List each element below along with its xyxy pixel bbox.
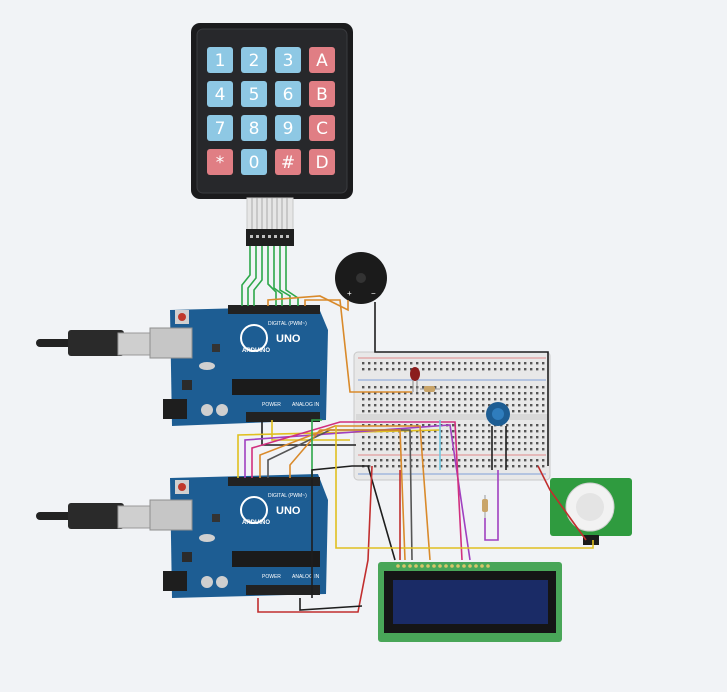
wire — [304, 299, 412, 393]
keypad-key-label: B — [316, 85, 328, 105]
keypad-key-C[interactable] — [309, 115, 335, 141]
wire — [251, 421, 463, 561]
keypad-key-D[interactable] — [309, 149, 335, 175]
wire — [279, 246, 291, 306]
keypad-key-label: 9 — [283, 119, 294, 139]
keypad-key-label: 2 — [249, 51, 260, 71]
model-label: UNO — [276, 505, 301, 517]
wire — [247, 246, 257, 306]
keypad-key-B[interactable] — [309, 81, 335, 107]
keypad-key-A[interactable] — [309, 47, 335, 73]
keypad-ribbon — [246, 197, 294, 246]
keypad-key-label: 4 — [215, 85, 226, 105]
resistor[interactable] — [482, 495, 488, 518]
digital-label: DIGITAL (PWM~) — [268, 493, 307, 499]
wire — [299, 598, 363, 611]
arduino-uno-top[interactable]: ARDUINO UNO DIGITAL (PWM~) POWER ANALOG … — [36, 305, 328, 426]
keypad-key-label: 0 — [249, 153, 260, 173]
keypad-key-*[interactable] — [207, 149, 233, 175]
keypad-key-label: # — [281, 153, 295, 173]
wires — [237, 246, 594, 613]
digital-label: DIGITAL (PWM~) — [268, 321, 307, 327]
pir-sensor[interactable] — [550, 478, 632, 545]
keypad-key-label: C — [316, 119, 328, 139]
model-label: UNO — [276, 333, 301, 345]
brand-label: ARDUINO — [242, 348, 270, 354]
breadboard[interactable] — [353, 351, 551, 481]
keypad-key-label: * — [216, 153, 225, 173]
resistor[interactable] — [420, 386, 440, 392]
lcd-display[interactable] — [378, 562, 562, 642]
keypad-key-6[interactable] — [275, 81, 301, 107]
keypad-key-label: A — [316, 51, 328, 71]
analog-label: ANALOG IN — [292, 574, 320, 580]
power-label: POWER — [262, 574, 281, 580]
keypad-key-#[interactable] — [275, 149, 301, 175]
wire — [257, 465, 373, 613]
wire — [267, 295, 349, 312]
led[interactable] — [410, 367, 420, 392]
wire — [484, 470, 499, 541]
arduino-uno-bottom[interactable]: ARDUINO UNO DIGITAL (PWM~) POWER ANALOG … — [36, 474, 328, 598]
buzzer-minus-label: − — [371, 289, 376, 298]
keypad-key-8[interactable] — [241, 115, 267, 141]
wire — [311, 465, 396, 598]
keypad[interactable]: 1 2 3 A 4 5 6 B 7 8 9 C * 0 # D — [191, 23, 353, 199]
keypad-key-label: 8 — [249, 119, 260, 139]
keypad-key-label: D — [315, 153, 328, 173]
wire — [374, 302, 549, 466]
wire — [285, 246, 299, 306]
potentiometer[interactable] — [486, 402, 510, 426]
analog-label: ANALOG IN — [292, 402, 320, 408]
keypad-key-1[interactable] — [207, 47, 233, 73]
keypad-key-label: 1 — [215, 51, 226, 71]
wire — [237, 429, 441, 478]
keypad-key-2[interactable] — [241, 47, 267, 73]
keypad-key-label: 6 — [283, 85, 294, 105]
keypad-key-4[interactable] — [207, 81, 233, 107]
buzzer[interactable]: + − — [335, 252, 387, 304]
wire — [335, 425, 594, 549]
keypad-key-7[interactable] — [207, 115, 233, 141]
keypad-key-label: 5 — [249, 85, 260, 105]
power-label: POWER — [262, 402, 281, 408]
keypad-key-9[interactable] — [275, 115, 301, 141]
wire — [311, 419, 322, 478]
keypad-key-label: 7 — [215, 119, 226, 139]
keypad-key-3[interactable] — [275, 47, 301, 73]
lcd-pins — [396, 564, 490, 568]
wire — [241, 246, 251, 306]
wire — [259, 425, 431, 561]
keypad-key-0[interactable] — [241, 149, 267, 175]
wire — [244, 424, 471, 561]
brand-label: ARDUINO — [242, 520, 270, 526]
buzzer-plus-label: + — [347, 289, 352, 298]
keypad-key-label: 3 — [283, 51, 294, 71]
keypad-keys: 1 2 3 A 4 5 6 B 7 8 9 C * 0 # D — [207, 47, 335, 175]
wire — [271, 420, 350, 441]
keypad-key-5[interactable] — [241, 81, 267, 107]
wire — [253, 246, 263, 306]
wire — [273, 246, 283, 306]
wire — [537, 465, 587, 541]
wire — [289, 429, 406, 561]
